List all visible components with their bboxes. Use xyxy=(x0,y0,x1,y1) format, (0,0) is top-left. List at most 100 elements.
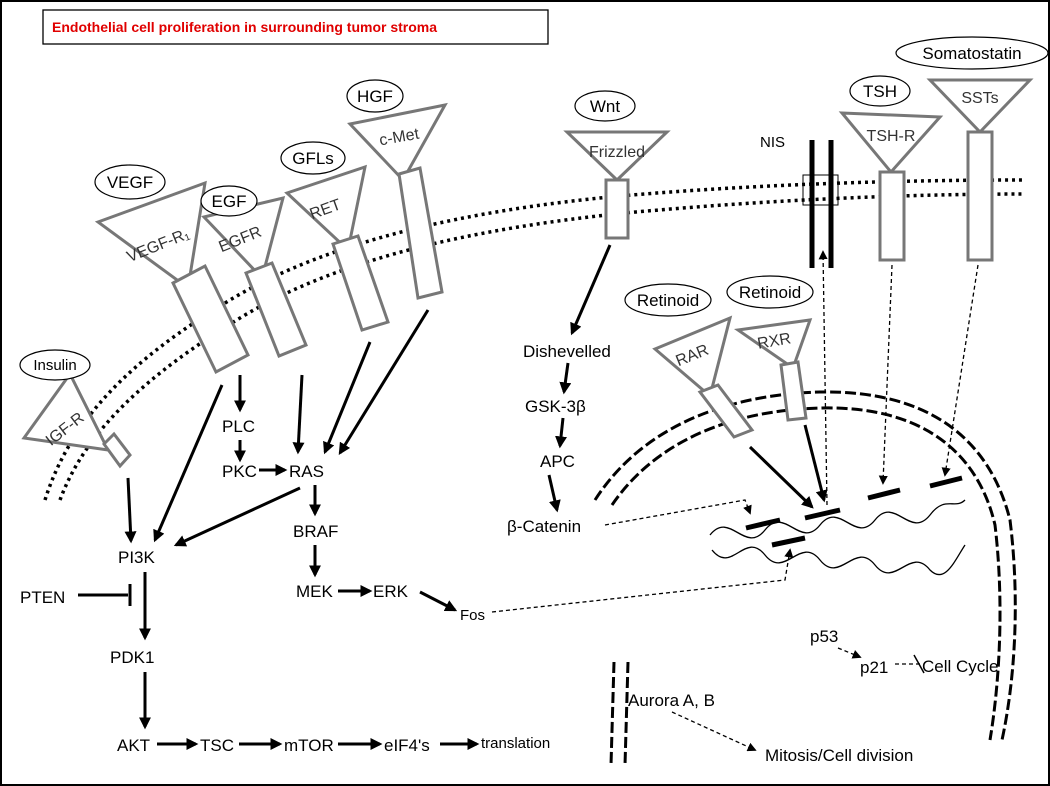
arrow-frizzled-dishevelled xyxy=(570,244,612,336)
dna-binding-site-4 xyxy=(867,487,901,501)
diagram-title: Endothelial cell proliferation in surrou… xyxy=(52,19,437,35)
arrow-gsk3b-apc xyxy=(555,417,567,449)
arrow-vegfr-pi3k xyxy=(153,384,224,543)
egfr-receptor: EGFR xyxy=(201,195,308,358)
node-akt: AKT xyxy=(117,736,150,755)
ligand-retinoid-rar: Retinoid xyxy=(624,283,712,317)
dashed-tshr-dna xyxy=(878,264,893,485)
node-p21: p21 xyxy=(860,658,888,677)
svg-text:TSH: TSH xyxy=(863,82,897,101)
dna-binding-site-3 xyxy=(804,507,841,521)
dna-strand-1 xyxy=(709,499,966,539)
svg-text:EGF: EGF xyxy=(212,192,247,211)
node-pi3k: PI3K xyxy=(118,548,156,567)
svg-text:Retinoid: Retinoid xyxy=(637,291,699,310)
svg-text:Insulin: Insulin xyxy=(33,357,76,374)
node-pkc: PKC xyxy=(222,462,257,481)
dna-binding-site-1 xyxy=(745,517,781,531)
ligand-retinoid-rxr: Retinoid xyxy=(726,275,814,309)
arrow-igfr-pi3k xyxy=(124,477,137,544)
node-pten: PTEN xyxy=(20,588,65,607)
ssts-label: SSTs xyxy=(961,90,998,107)
svg-text:VEGF: VEGF xyxy=(107,173,153,192)
svg-text:Somatostatin: Somatostatin xyxy=(922,44,1021,63)
dna-binding-site-2 xyxy=(771,535,806,548)
nis-channel: NIS xyxy=(760,134,839,268)
node-translation: translation xyxy=(481,735,550,752)
tsh-r-label: TSH-R xyxy=(867,128,916,145)
arrow-cmet-ras xyxy=(338,309,430,456)
cell-membrane-outer xyxy=(43,178,1026,501)
ligand-somatostatin: Somatostatin xyxy=(895,36,1049,70)
node-cell-cycle: Cell Cycle xyxy=(922,657,999,676)
node-eif4: eIF4's xyxy=(384,736,430,755)
ligand-insulin: Insulin xyxy=(19,349,91,381)
node-pdk1: PDK1 xyxy=(110,648,154,667)
tsh-r-receptor: TSH-R xyxy=(838,111,944,262)
svg-text:HGF: HGF xyxy=(357,87,393,106)
frizzled-receptor: Frizzled xyxy=(563,130,671,240)
svg-text:Wnt: Wnt xyxy=(590,97,621,116)
dashed-bcatenin-dna xyxy=(604,499,752,526)
ret-receptor: RET xyxy=(284,164,390,332)
node-mitosis: Mitosis/Cell division xyxy=(765,746,913,765)
dashed-dna-nis xyxy=(818,250,828,506)
ligand-wnt: Wnt xyxy=(574,90,636,122)
nuclear-envelope-inner xyxy=(610,406,1002,741)
rxr-receptor: RXR xyxy=(733,318,813,422)
dna-strand-2 xyxy=(711,544,966,576)
node-ras: RAS xyxy=(289,462,324,481)
node-dishevelled: Dishevelled xyxy=(523,342,611,361)
node-mtor: mTOR xyxy=(284,736,334,755)
frizzled-label: Frizzled xyxy=(589,144,645,161)
rar-receptor: RAR xyxy=(652,315,755,439)
ssts-receptor: SSTs xyxy=(926,78,1034,262)
arrow-erk-fos xyxy=(419,590,458,612)
node-b-catenin: β-Catenin xyxy=(507,517,581,536)
rxr-label: RXR xyxy=(756,330,792,353)
arrow-egfr-ras xyxy=(292,374,305,455)
nis-label: NIS xyxy=(760,134,785,151)
arrow-ras-pi3k xyxy=(173,486,301,547)
node-mek: MEK xyxy=(296,582,334,601)
ligand-hgf: HGF xyxy=(346,79,404,113)
title-box xyxy=(42,9,549,45)
node-fos: Fos xyxy=(460,607,485,624)
arrow-dishevelled-gsk3b xyxy=(559,362,572,395)
igf-r-receptor: IGF-R xyxy=(21,371,132,469)
node-apc: APC xyxy=(540,452,575,471)
ligand-vegf: VEGF xyxy=(94,164,166,200)
dashed-p53-p21 xyxy=(837,647,862,659)
node-braf: BRAF xyxy=(293,522,338,541)
ligand-gfls: GFLs xyxy=(280,141,346,175)
c-met-receptor: c-Met xyxy=(347,102,448,300)
node-erk: ERK xyxy=(373,582,409,601)
cell-membrane-inner xyxy=(58,192,1026,501)
svg-text:Retinoid: Retinoid xyxy=(739,283,801,302)
dashed-ssts-dna xyxy=(941,264,979,477)
ligand-tsh: TSH xyxy=(849,75,911,107)
node-plc: PLC xyxy=(222,417,255,436)
node-aurora: Aurora A, B xyxy=(628,691,715,710)
svg-text:GFLs: GFLs xyxy=(292,149,334,168)
arrow-apc-bcatenin xyxy=(547,474,561,513)
dna-binding-site-5 xyxy=(929,475,963,489)
arrow-rxr-dna xyxy=(803,424,828,503)
arrow-rar-dna xyxy=(748,445,814,509)
dashed-fos-dna xyxy=(491,548,794,613)
dashed-aurora-mitosis xyxy=(671,711,757,752)
vegf-r-receptor: VEGF-R₁ xyxy=(94,180,250,375)
nuclear-envelope-outer xyxy=(593,390,1017,741)
node-tsc: TSC xyxy=(200,736,234,755)
node-p53: p53 xyxy=(810,627,838,646)
inhibit-p21-cellcycle-bar xyxy=(913,654,925,674)
nuclear-envelope-left-b xyxy=(609,661,616,766)
nuclear-envelope-left-a xyxy=(623,661,630,766)
arrow-ret-ras xyxy=(323,341,372,455)
node-gsk3b: GSK-3β xyxy=(525,397,586,416)
ligand-egf: EGF xyxy=(200,185,258,217)
c-met-label: c-Met xyxy=(378,126,421,150)
